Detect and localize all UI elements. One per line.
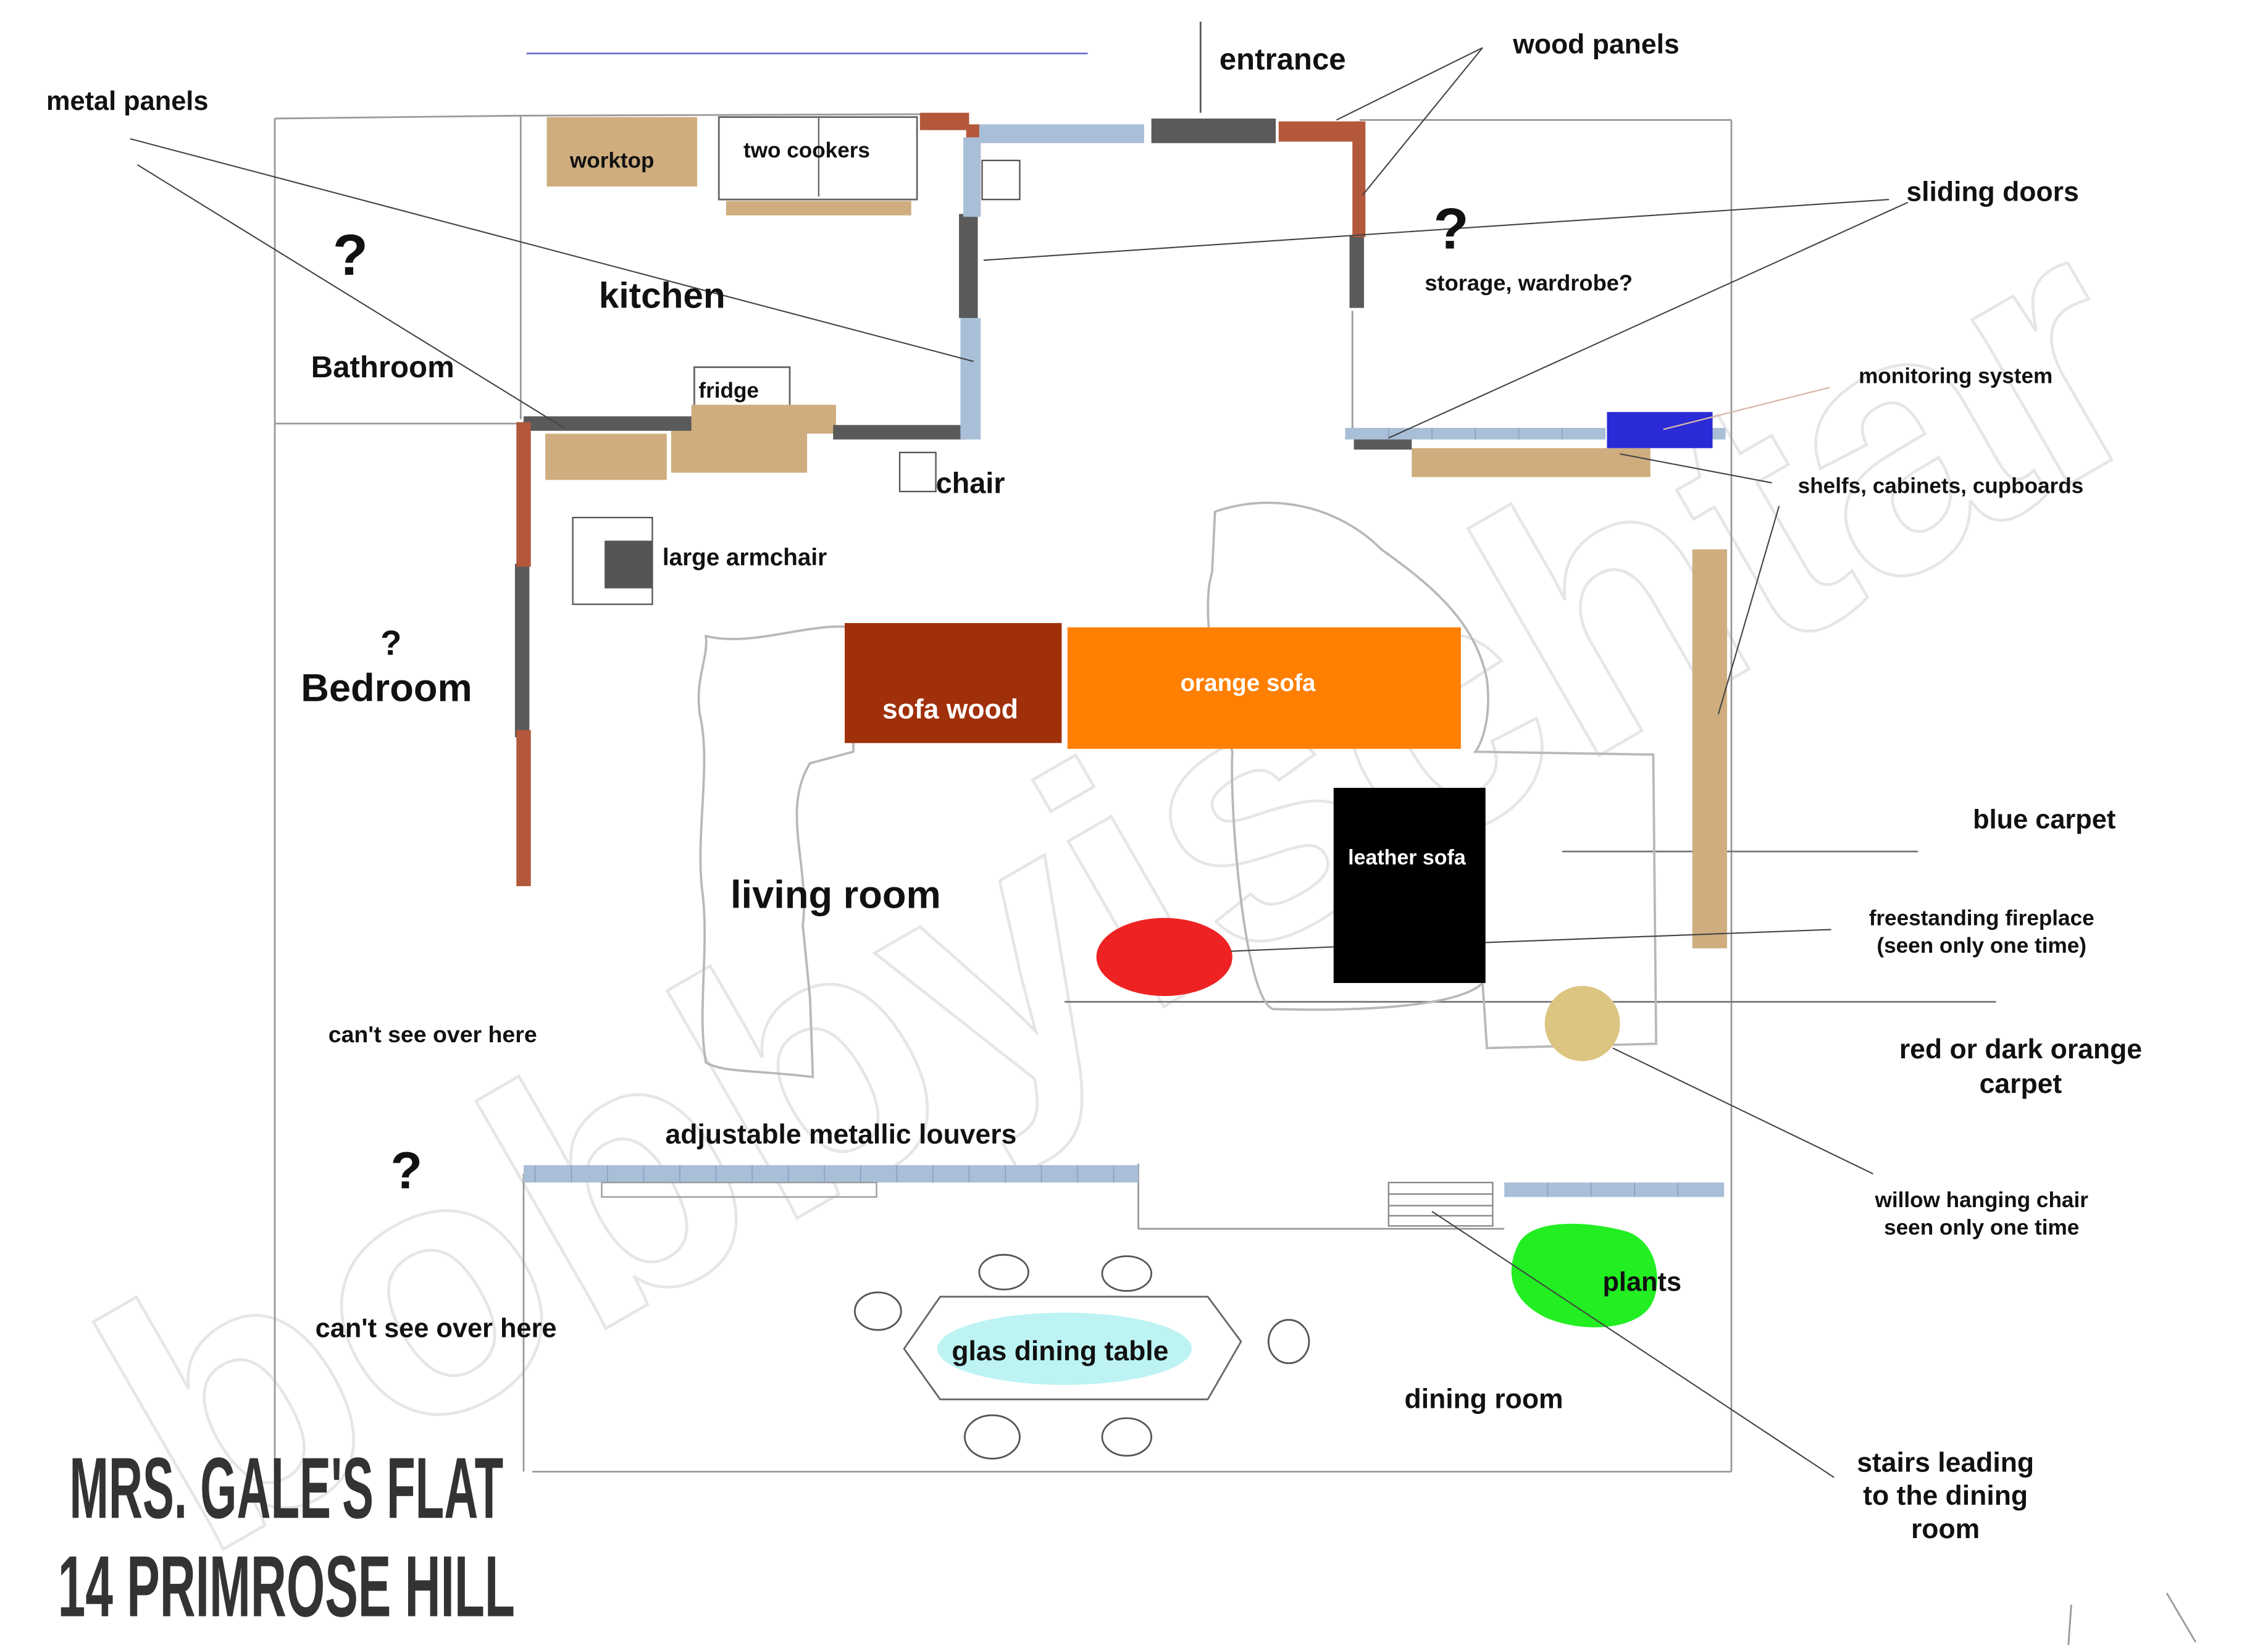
callout-stairs-line3: room [1911, 1514, 1980, 1544]
leather-sofa [1333, 787, 1486, 984]
callout-metal-panels: metal panels [46, 86, 208, 116]
title-line-1: MRS. GALE'S FLAT [69, 1439, 503, 1536]
label-two-cookers: two cookers [743, 138, 870, 162]
room-label-bathroom: Bathroom [311, 350, 454, 384]
leader-lines [130, 47, 1909, 1478]
callout-stairs-line2: to the dining [1863, 1481, 2028, 1511]
callout-louvers: adjustable metallic louvers [666, 1119, 1017, 1150]
orange-sofa [1067, 627, 1461, 749]
label-fridge: fridge [698, 379, 759, 403]
chair-box [898, 451, 937, 493]
louver-slats [601, 1181, 877, 1198]
callout-blue-carpet: blue carpet [1973, 805, 2115, 835]
note-cant-see-lower: can't see over here [316, 1314, 557, 1344]
unknown-mark-lower-left: ? [390, 1142, 422, 1200]
louver-hatching [534, 428, 1679, 1197]
unknown-mark-bedroom: ? [380, 624, 401, 663]
dining-table-outline [903, 1295, 1242, 1400]
callout-fireplace-line1: freestanding fireplace [1869, 906, 2094, 930]
willow-hanging-chair [1544, 985, 1620, 1061]
room-label-storage: storage, wardrobe? [1425, 270, 1633, 296]
sliding-doors [523, 124, 1726, 1197]
callout-willow-chair-line1: willow hanging chair [1875, 1188, 2089, 1212]
callout-shelfs-cabinets: shelfs, cabinets, cupboards [1798, 474, 2084, 498]
label-worktop: worktop [569, 149, 655, 173]
room-label-bedroom: Bedroom [301, 667, 472, 710]
label-leather-sofa: leather sofa [1348, 846, 1467, 869]
callout-red-carpet-line2: carpet [1980, 1069, 2062, 1099]
unknown-mark-bathroom: ? [333, 222, 368, 287]
wood-furniture [545, 116, 1727, 948]
unknown-mark-storage: ? [1433, 196, 1468, 261]
callout-stairs-line1: stairs leading [1857, 1447, 2034, 1478]
plants-shape [1511, 1223, 1657, 1328]
label-plants: plants [1602, 1268, 1681, 1297]
room-label-dining-room: dining room [1405, 1384, 1563, 1414]
stairs-drawing [1387, 1181, 1494, 1227]
callout-wood-panels: wood panels [1512, 30, 1679, 60]
callout-monitoring-system: monitoring system [1859, 364, 2052, 388]
large-armchair-seat [605, 540, 653, 588]
callout-entrance: entrance [1220, 42, 1346, 76]
dining-chairs [853, 1253, 1310, 1460]
sofa-wood [845, 623, 1062, 743]
label-sofa-wood: sofa wood [882, 695, 1018, 725]
note-cant-see-upper: can't see over here [328, 1021, 537, 1047]
kitchen-chair-box [981, 159, 1021, 201]
callout-willow-chair-line2: seen only one time [1884, 1215, 2079, 1239]
glass-tabletop [937, 1312, 1192, 1385]
freestanding-fireplace [1096, 918, 1232, 997]
metal-panels [514, 118, 1412, 738]
pencil-walls [274, 22, 2197, 1646]
callout-red-carpet-line1: red or dark orange [1899, 1034, 2142, 1065]
room-label-living-room: living room [730, 873, 941, 916]
label-large-armchair: large armchair [663, 544, 827, 571]
label-chair: chair [936, 467, 1005, 499]
monitoring-system-unit [1607, 412, 1713, 448]
callout-sliding-doors: sliding doors [1906, 177, 2078, 207]
title-line-2: 14 PRIMROSE HILL [58, 1538, 515, 1635]
room-label-kitchen: kitchen [599, 276, 726, 316]
callout-fireplace-line2: (seen only one time) [1877, 934, 2086, 958]
label-orange-sofa: orange sofa [1180, 670, 1316, 696]
label-glas-dining-table: glas dining table [952, 1336, 1168, 1366]
monitoring-leader [1663, 387, 1830, 430]
